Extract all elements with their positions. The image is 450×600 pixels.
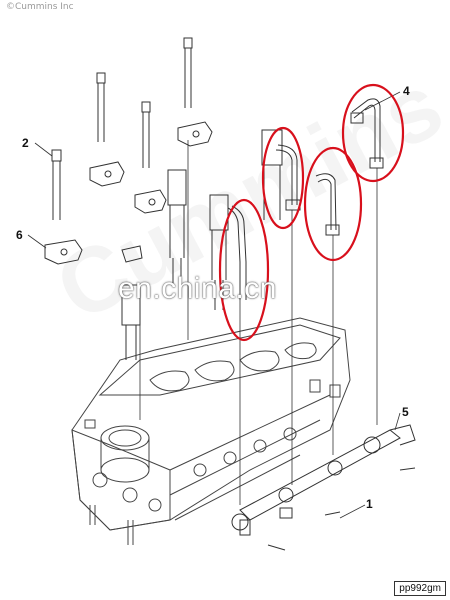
leader-lines xyxy=(27,91,401,519)
highlight-oval-4 xyxy=(341,83,405,183)
callout-2: 2 xyxy=(22,136,29,150)
part-code-label: pp992gm xyxy=(394,581,446,596)
hold-down-bolts xyxy=(51,37,193,220)
highlight-oval-3 xyxy=(303,146,363,262)
callout-5: 5 xyxy=(402,405,409,419)
callout-6: 6 xyxy=(16,228,23,242)
highlight-oval-2 xyxy=(261,126,305,230)
callout-4: 4 xyxy=(403,84,410,98)
injector-clamps xyxy=(44,121,213,265)
fuel-rail xyxy=(231,424,416,551)
copyright-text: ©Cummins Inc xyxy=(6,2,74,12)
site-watermark: en.china.cn xyxy=(118,272,277,305)
highlight-circles xyxy=(218,83,405,342)
highlight-oval-1 xyxy=(218,198,270,342)
cylinder-head xyxy=(71,317,351,545)
callout-1: 1 xyxy=(366,497,373,511)
